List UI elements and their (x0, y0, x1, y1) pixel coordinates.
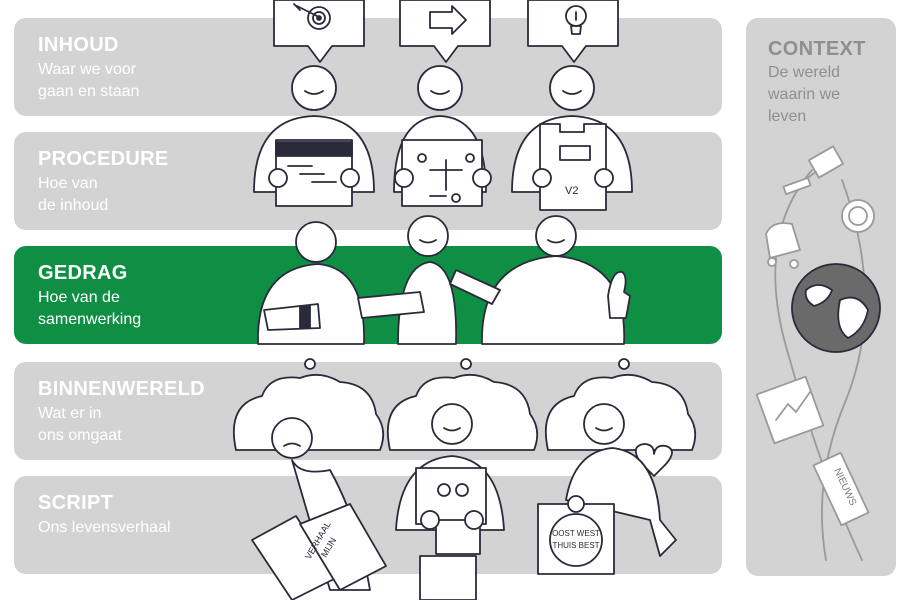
layer-title: BINNENWERELD (38, 378, 205, 400)
layer-subtitle-line: Wat er in (38, 405, 102, 422)
layer-subtitle-line: gaan en staan (38, 83, 140, 100)
layer-subtitle-line: samenwerking (38, 311, 142, 328)
layer-subtitle-line: Hoe van (38, 175, 98, 192)
layer-subtitle-line: de inhoud (38, 197, 109, 214)
stroller-icon (765, 222, 801, 269)
context-subtitle-line: waarin we (768, 86, 841, 103)
person-with-flowchart-icon (393, 115, 492, 207)
hugging-people-icon (257, 215, 631, 345)
layer-subtitle-line: Waar we voor (38, 61, 137, 78)
person-head-icon (417, 65, 463, 111)
arrow-bubble-icon (399, 0, 491, 63)
person-head-icon (549, 65, 595, 111)
context-title: CONTEXT (768, 38, 866, 60)
thought-cloud-icon (232, 358, 385, 459)
sign-text: OOST WEST (552, 529, 600, 538)
person-with-document-icon: V2 (511, 115, 633, 211)
person-reading-book-icon: VERHAAL MIJN (251, 459, 387, 600)
layer-title: INHOUD (38, 34, 119, 56)
layer-subtitle: Hoe van de inhoud (38, 173, 108, 217)
layer-subtitle: Waar we voor gaan en staan (38, 59, 139, 103)
layer-subtitle: Ons levensverhaal (38, 517, 171, 539)
thought-cloud-icon (386, 358, 539, 451)
person-with-form-icon (253, 115, 375, 207)
globe-icon (791, 263, 881, 353)
gavel-icon (782, 145, 845, 196)
target-bubble-icon (273, 0, 365, 63)
context-subtitle-line: De wereld (768, 64, 841, 81)
coin-icon (841, 199, 875, 233)
layer-subtitle-line: ons omgaat (38, 427, 122, 444)
context-subtitle-line: leven (768, 108, 807, 125)
person-with-sign-icon: OOST WEST THUIS BEST (537, 447, 677, 575)
person-head-icon (291, 65, 337, 111)
sign-text: THUIS BEST (552, 541, 599, 550)
layer-subtitle-line: Ons levensverhaal (38, 519, 171, 536)
layer-subtitle: Hoe van de samenwerking (38, 287, 141, 331)
thought-cloud-icon (544, 358, 697, 477)
person-with-photos-icon (395, 455, 505, 600)
layer-subtitle: Wat er in ons omgaat (38, 403, 122, 447)
context-subtitle: De wereld waarin we leven (768, 62, 840, 128)
layer-title: SCRIPT (38, 492, 114, 514)
layer-title: PROCEDURE (38, 148, 169, 170)
document-version-text: V2 (565, 185, 578, 197)
lightbulb-bubble-icon (527, 0, 619, 63)
layer-title: GEDRAG (38, 262, 128, 284)
layer-subtitle-line: Hoe van de (38, 289, 120, 306)
growth-chart-icon (755, 375, 825, 445)
